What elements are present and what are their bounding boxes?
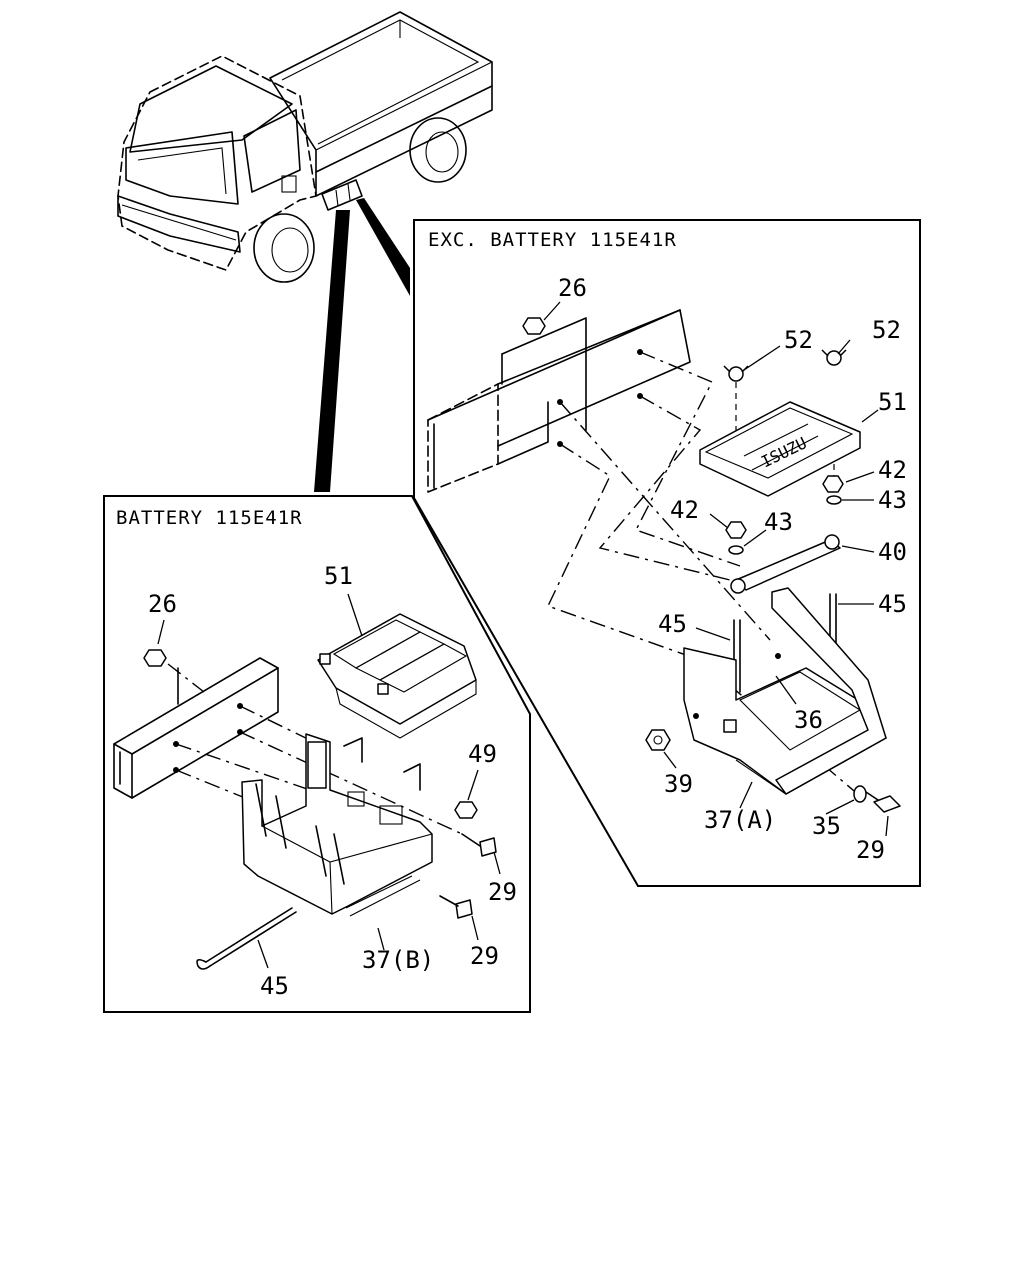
- nut-49: [454, 801, 478, 819]
- callout-52: 52: [872, 316, 901, 344]
- callout-42: 42: [670, 496, 699, 524]
- j-bolt-45: [196, 907, 297, 970]
- callout-45: 45: [658, 610, 687, 638]
- exc-battery-panel: EXC. BATTERY 115E41R ISUZU: [413, 219, 921, 887]
- bolt-29-exc: [865, 791, 901, 813]
- callout-42: 42: [878, 456, 907, 484]
- pointer-to-battery-panel: [314, 210, 350, 492]
- callout-37b: 37(B): [362, 946, 434, 974]
- washer-43-right: [826, 495, 842, 505]
- exc-panel-title: EXC. BATTERY 115E41R: [428, 229, 677, 251]
- callout-51: 51: [324, 562, 353, 590]
- wing-nut-52-left: [723, 365, 749, 382]
- pointer-to-exc-panel: [356, 198, 410, 296]
- battery-51: [317, 613, 477, 739]
- washer-35: [853, 785, 867, 803]
- callout-45: 45: [878, 590, 907, 618]
- callout-26: 26: [558, 274, 587, 302]
- battery-tray-37b: [241, 733, 433, 917]
- bolt-29-lower: [439, 895, 473, 919]
- callout-29: 29: [488, 878, 517, 906]
- callout-45: 45: [260, 972, 289, 1000]
- wing-nut-52-right: [821, 349, 847, 366]
- callout-43: 43: [878, 486, 907, 514]
- callout-49: 49: [468, 740, 497, 768]
- callout-52: 52: [784, 326, 813, 354]
- battery-panel: BATTERY 115E41R: [103, 495, 531, 1013]
- hold-down-bar-40: [730, 534, 841, 594]
- callout-43: 43: [764, 508, 793, 536]
- nut-39: [645, 729, 671, 751]
- truck-illustration: [117, 11, 493, 492]
- washer-43-left: [728, 545, 744, 555]
- bolt-29-upper: [461, 833, 497, 857]
- callout-29: 29: [856, 836, 885, 864]
- callout-40: 40: [878, 538, 907, 566]
- battery-tray-37a: [683, 587, 887, 795]
- callout-36: 36: [794, 706, 823, 734]
- callout-39: 39: [664, 770, 693, 798]
- callout-35: 35: [812, 812, 841, 840]
- nut-26-battery: [143, 649, 167, 667]
- nut-26-exc: [522, 317, 546, 335]
- callout-37a: 37(A): [704, 806, 776, 834]
- callout-29: 29: [470, 942, 499, 970]
- battery-cover-isuzu: ISUZU: [699, 401, 861, 497]
- callout-26: 26: [148, 590, 177, 618]
- nut-42-left: [725, 521, 747, 539]
- battery-panel-title: BATTERY 115E41R: [116, 507, 303, 529]
- nut-42-right: [822, 475, 844, 493]
- callout-51: 51: [878, 388, 907, 416]
